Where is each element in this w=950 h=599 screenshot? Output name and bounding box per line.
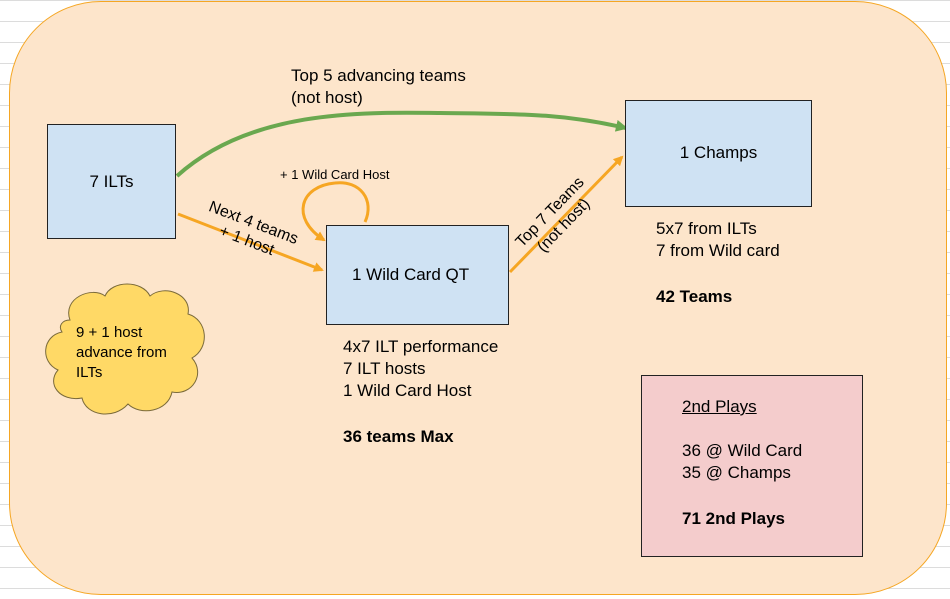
second-plays-lines: 36 @ Wild Card 35 @ Champs [682, 440, 802, 484]
wildcard-host-self-loop [301, 181, 370, 242]
top5-advancing-arrow [175, 110, 628, 178]
champs-node-label: 1 Champs [679, 143, 758, 162]
wildcard-qt-node-label: 1 Wild Card QT [352, 265, 470, 284]
wildcard-notes-line2: 7 ILT hosts [343, 359, 426, 378]
second-plays-line1: 36 @ Wild Card [682, 441, 803, 460]
wildcard-notes-line3: 1 Wild Card Host [343, 381, 472, 400]
cloud-shape [45, 283, 205, 415]
second-plays-line2: 35 @ Champs [682, 463, 791, 482]
top5-label-line2: (not host) [291, 88, 363, 107]
second-plays-box [641, 375, 863, 557]
champs-notes: 5x7 from ILTs 7 from Wild card [656, 218, 780, 262]
self-loop-label: + 1 Wild Card Host [280, 167, 390, 182]
cloud-text: 9 + 1 host advance from ILTs [76, 323, 167, 383]
second-plays-total: 71 2nd Plays [682, 509, 786, 528]
next4-teams-arrow [177, 212, 324, 272]
ilts-node: 7 ILTs [47, 124, 176, 239]
wildcard-notes-line1: 4x7 ILT performance [343, 337, 499, 356]
champs-notes-line2: 7 from Wild card [656, 241, 780, 260]
cloud-text-line2: advance from [76, 344, 167, 361]
champs-total: 42 Teams [656, 287, 733, 306]
top7-teams-arrow [508, 155, 624, 274]
cloud-text-line3: ILTs [76, 364, 103, 381]
champs-notes-line1: 5x7 from ILTs [656, 219, 757, 238]
champs-node: 1 Champs [625, 100, 812, 207]
wildcard-qt-node: 1 Wild Card QT [326, 225, 509, 325]
wildcard-notes: 4x7 ILT performance 7 ILT hosts 1 Wild C… [343, 336, 498, 402]
wildcard-total: 36 teams Max [343, 427, 454, 446]
top5-label-line1: Top 5 advancing teams [291, 66, 466, 85]
cloud-text-line1: 9 + 1 host [76, 324, 143, 341]
ilts-node-label: 7 ILTs [89, 171, 134, 191]
second-plays-title: 2nd Plays [682, 397, 757, 416]
